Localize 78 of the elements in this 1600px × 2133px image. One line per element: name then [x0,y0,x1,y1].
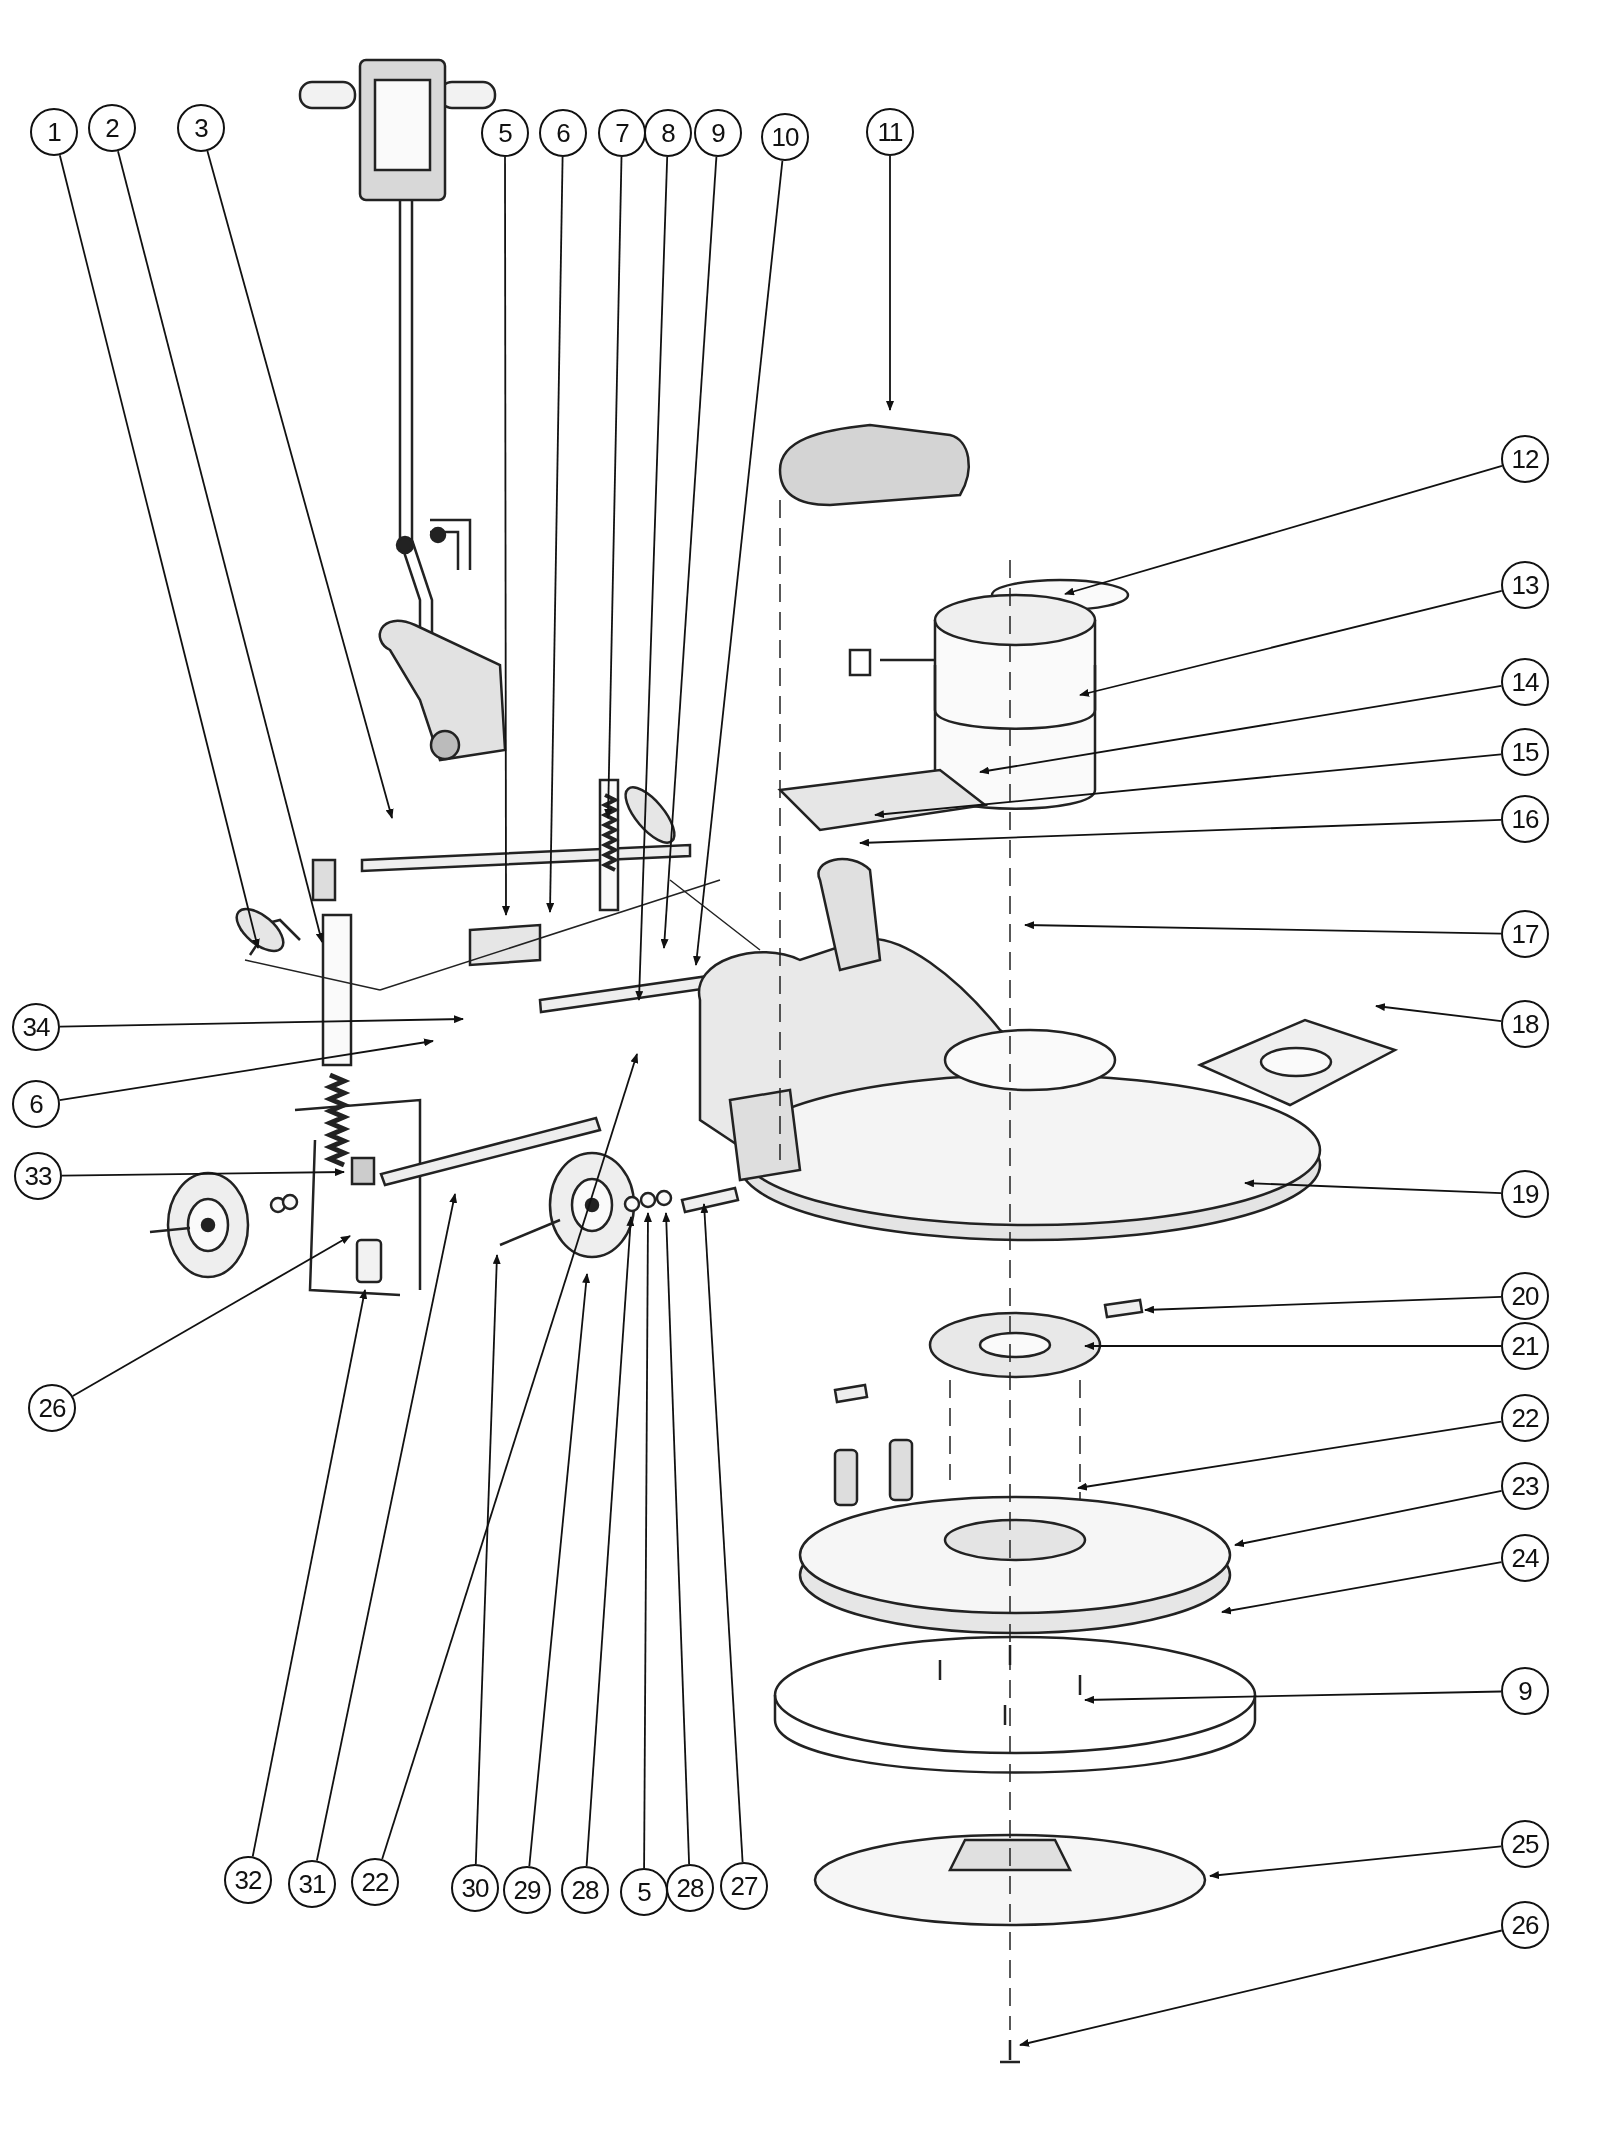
leader-line [1209,1845,1502,1880]
leader-line [1064,464,1503,596]
leader-line [59,1015,464,1028]
callout-number: 27 [720,1862,768,1910]
leader-line [474,1254,501,1865]
leader-line [58,1038,434,1102]
leader-line [1079,589,1503,697]
leader-line [381,1053,639,1860]
leader-line [660,156,718,949]
callout-number: 31 [288,1860,336,1908]
leader-line [1024,921,1502,935]
callout-number: 29 [503,1866,551,1914]
leader-line [316,1193,458,1862]
callout-number: 10 [761,113,809,161]
leader-line [604,156,623,819]
leader-line [874,753,1502,819]
callout-number: 32 [224,1856,272,1904]
callout-number: 30 [451,1864,499,1912]
callout-number: 6 [539,109,587,157]
leader-line [635,156,669,1001]
callout-number: 7 [598,109,646,157]
callout-number: 26 [28,1384,76,1432]
leader-line [502,156,510,916]
callout-number: 2 [88,104,136,152]
leader-line [1084,1342,1502,1350]
callout-number: 5 [620,1868,668,1916]
callout-number: 14 [1501,658,1549,706]
leader-line [1244,1179,1502,1194]
callout-number: 34 [12,1003,60,1051]
leader-line [1077,1420,1503,1491]
leader-line [662,1212,690,1865]
callout-number: 13 [1501,561,1549,609]
leader-line [251,1289,368,1858]
leader-line [979,685,1503,775]
callout-number: 3 [177,104,225,152]
callout-number: 23 [1501,1462,1549,1510]
callout-number: 16 [1501,795,1549,843]
callout-number: 6 [12,1080,60,1128]
leader-line [117,150,324,943]
callout-number: 20 [1501,1272,1549,1320]
leader-line [206,150,394,819]
leader-line [1084,1690,1502,1704]
callout-number: 11 [866,108,914,156]
leader-line [1144,1296,1502,1314]
leader-line [693,160,784,966]
callout-number: 28 [666,1864,714,1912]
leader-line [58,154,260,949]
callout-number: 12 [1501,435,1549,483]
leader-line [528,1273,591,1867]
callout-number: 28 [561,1866,609,1914]
callout-number: 19 [1501,1170,1549,1218]
callout-number: 17 [1501,910,1549,958]
callout-number: 9 [1501,1667,1549,1715]
leader-line [585,1216,635,1867]
callout-number: 5 [481,109,529,157]
callout-number: 33 [14,1152,62,1200]
callout-number: 1 [30,108,78,156]
callout-number: 8 [644,109,692,157]
leader-line [859,819,1502,847]
leader-line [61,1168,345,1177]
callout-number: 22 [351,1858,399,1906]
leader-line [700,1203,744,1863]
callout-number: 25 [1501,1820,1549,1868]
leader-line [546,156,564,913]
leader-line [643,1212,652,1869]
leader-line [1234,1489,1503,1548]
leader-line [1221,1561,1503,1615]
leader-line [1019,1929,1503,2047]
callout-number: 24 [1501,1534,1549,1582]
leader-line [71,1235,351,1397]
leader-line [1375,1003,1503,1022]
callout-number: 21 [1501,1322,1549,1370]
leader-line [886,155,894,411]
callout-number: 9 [694,109,742,157]
callout-number: 26 [1501,1901,1549,1949]
callout-number: 18 [1501,1000,1549,1048]
callout-number: 15 [1501,728,1549,776]
callout-number: 22 [1501,1394,1549,1442]
